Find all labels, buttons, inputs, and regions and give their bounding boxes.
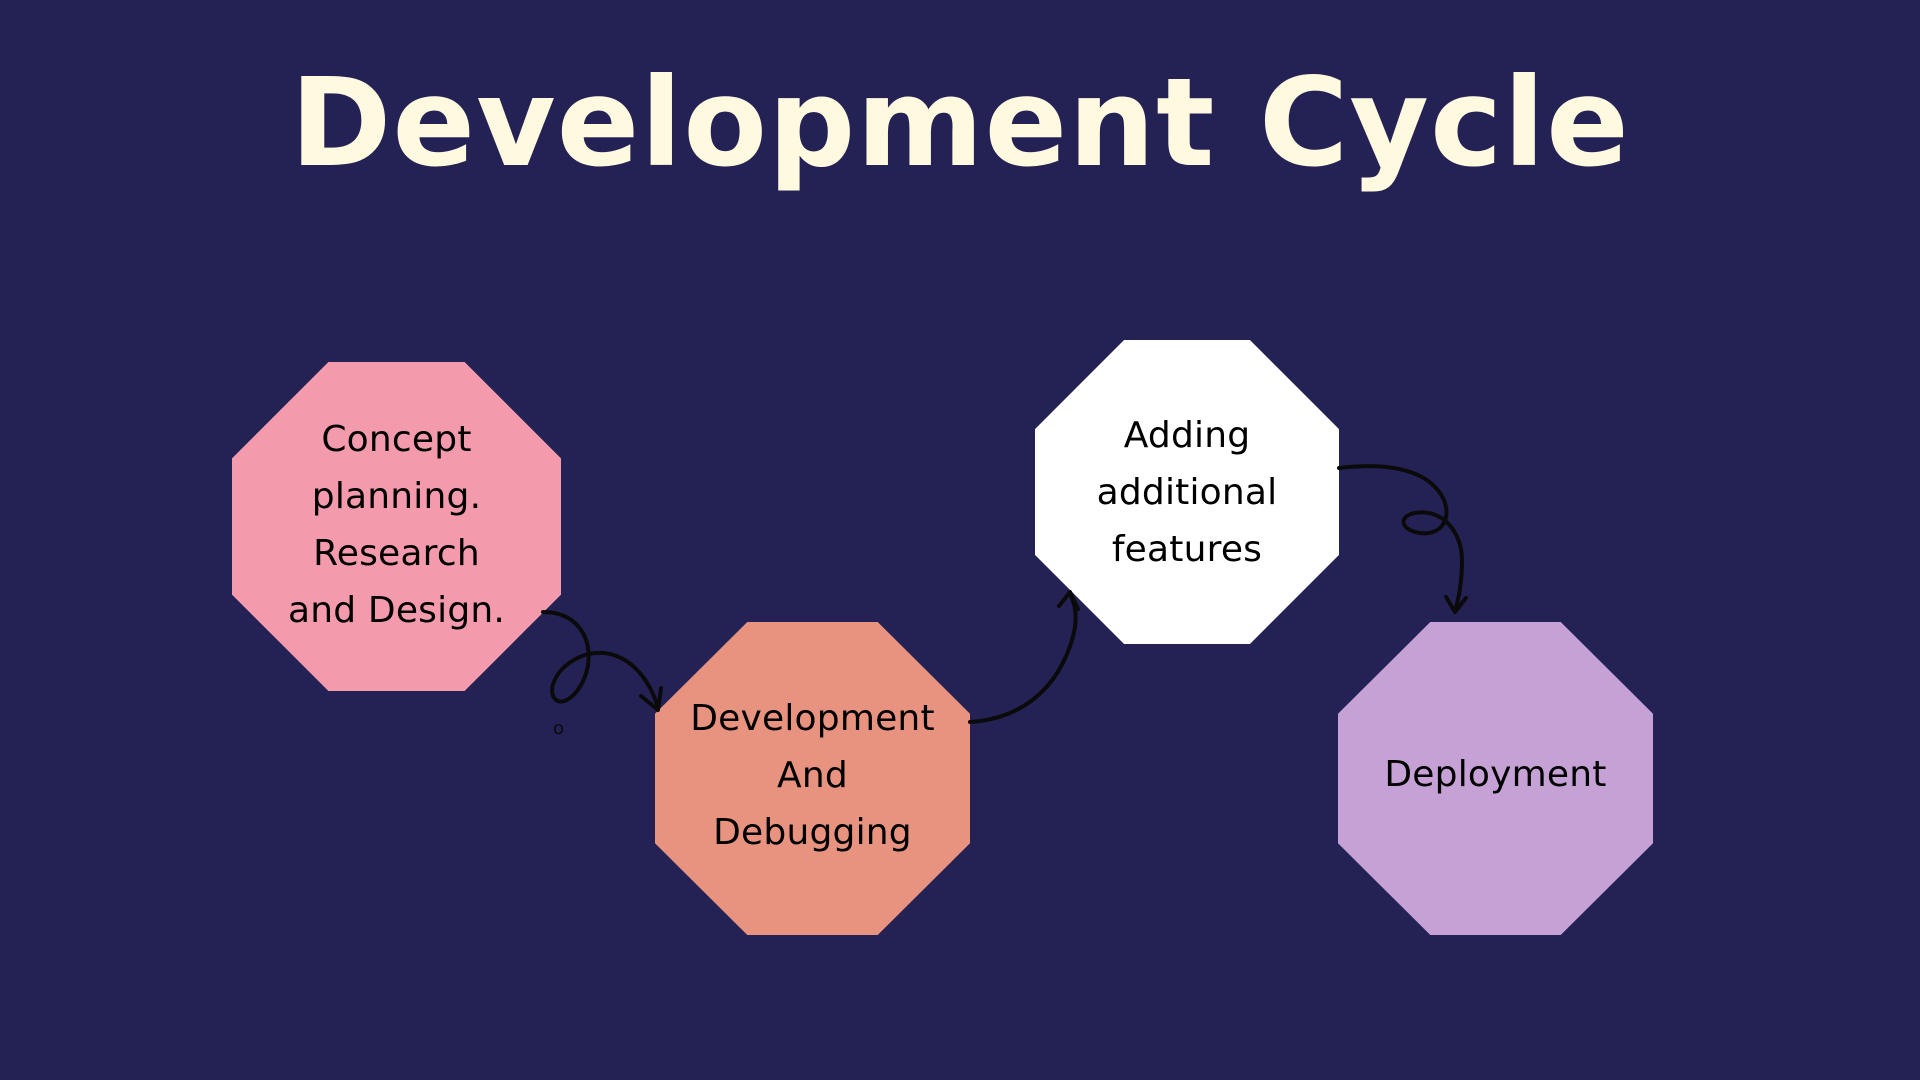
step-deployment-octagon: Deployment	[1338, 622, 1653, 935]
arrow-concept-to-development	[541, 610, 660, 710]
step-adding-features-label: Adding additional features	[1096, 414, 1278, 570]
arrowhead-concept-to-development	[639, 686, 663, 712]
page-title: Development Cycle	[290, 52, 1630, 194]
step-concept-octagon: Concept planning. Research and Design.	[232, 362, 561, 691]
step-deployment-label: Deployment	[1384, 754, 1607, 795]
step-adding-features-octagon: Adding additional features	[1035, 340, 1339, 644]
stray-mark: o	[553, 718, 565, 739]
arrowhead-adding-to-deployment	[1444, 595, 1468, 614]
arrow-adding-to-deployment	[1337, 464, 1465, 614]
step-development-label: Development And Debugging	[690, 698, 935, 853]
arrow-development-to-adding	[968, 592, 1078, 724]
step-development-octagon: Development And Debugging	[655, 622, 970, 935]
step-concept-label: Concept planning. Research and Design.	[287, 418, 506, 631]
arrowhead-development-to-adding	[1057, 590, 1080, 611]
